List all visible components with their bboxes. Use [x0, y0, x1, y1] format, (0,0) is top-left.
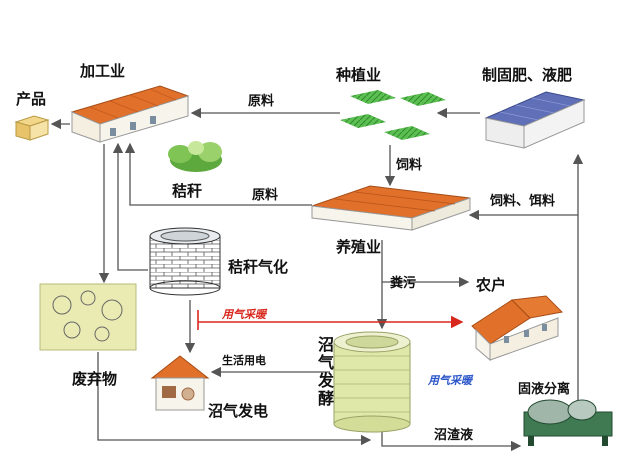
- arrow-waste-to-biogas: [97, 352, 372, 446]
- label-feed: 饲料: [396, 158, 423, 173]
- label-manure: 粪污: [390, 276, 417, 291]
- arrow-biogas-residue: [381, 428, 522, 452]
- breeding-farm-icon: [311, 185, 471, 231]
- label-raw-material-mid: 原料: [252, 188, 279, 203]
- label-breeding: 养殖业: [336, 238, 382, 256]
- label-straw-gasification: 秸秆气化: [228, 258, 289, 276]
- farmer-house-icon: [471, 295, 564, 362]
- industry-building-icon: [70, 85, 190, 143]
- products-icon: [14, 115, 50, 141]
- flow-arrows: [50, 107, 584, 452]
- label-industry: 加工业: [80, 62, 126, 80]
- label-farmer: 农户: [476, 276, 507, 294]
- label-straw: 秸秆: [172, 182, 203, 200]
- label-feed-bait: 饲料、饵料: [490, 194, 556, 209]
- label-gas-heating-blue: 用气采暖: [428, 374, 472, 387]
- label-gas-heating-red: 用气采暖: [222, 308, 266, 321]
- label-biogas-residue: 沼渣液: [434, 428, 474, 443]
- biogas-power-house-icon: [150, 355, 210, 411]
- label-separation: 固液分离: [518, 382, 571, 397]
- separator-machine-icon: [523, 399, 613, 446]
- arrow-raw-material-mid: [124, 142, 312, 206]
- biogas-tank-icon: [333, 331, 411, 433]
- label-fertilizer: 制固肥、液肥: [482, 66, 573, 84]
- label-products: 产品: [16, 90, 47, 108]
- fertilizer-factory-icon: [484, 91, 586, 149]
- arrow-gas-to-industry: [112, 142, 148, 271]
- straw-plant-icon: [168, 141, 222, 172]
- straw-gasification-tank-icon: [149, 227, 221, 296]
- label-waste: 废弃物: [72, 370, 118, 388]
- label-planting: 种植业: [336, 66, 382, 84]
- label-raw-material-top: 原料: [248, 94, 275, 109]
- planting-fields-icon: [340, 90, 446, 140]
- label-biogas-power: 沼气发电: [208, 402, 269, 420]
- label-biogas-fermentation: 沼气发酵: [315, 336, 334, 408]
- waste-icon: [39, 283, 137, 351]
- label-domestic-power: 生活用电: [222, 354, 266, 367]
